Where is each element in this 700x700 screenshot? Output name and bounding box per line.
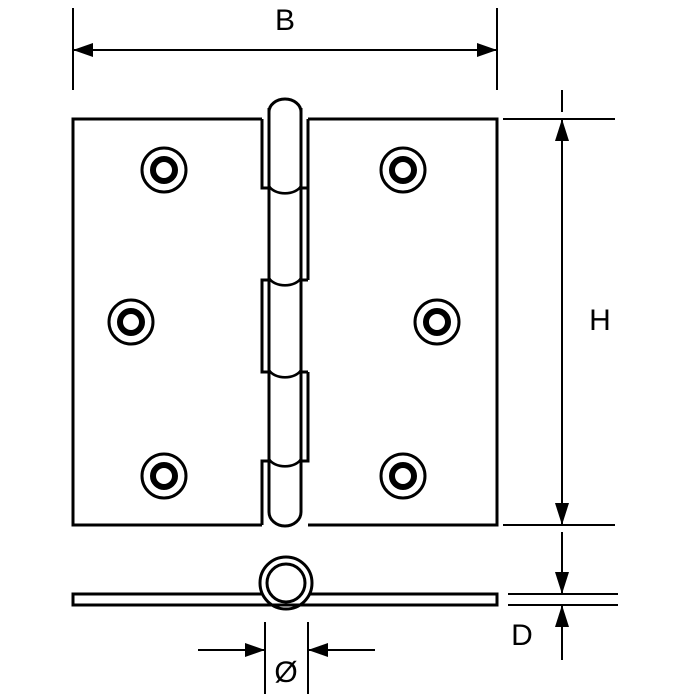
hole-bottom-left (140, 452, 188, 500)
hole-top-right (379, 146, 427, 194)
hole-bottom-right (379, 452, 427, 500)
dimension-diameter-arrow-right-icon (308, 643, 328, 657)
pin-segment-arc-3 (267, 369, 303, 379)
hinge-pin-top-cap-icon (267, 97, 303, 113)
dimension-d: D (508, 556, 618, 660)
dimension-diameter-label: Ø (274, 656, 297, 689)
right-leaf-outline (308, 117, 499, 527)
edge-view-knuckle-outer (258, 555, 314, 611)
dimension-diameter: Ø (198, 622, 375, 694)
screw-hole-group (107, 146, 461, 500)
left-leaf-outline (71, 117, 262, 527)
edge-view (71, 555, 499, 611)
hole-top-left (140, 146, 188, 194)
dimension-diameter-arrow-left-icon (245, 643, 265, 657)
hole-middle-left (107, 298, 155, 346)
dimension-h-label: H (589, 304, 611, 337)
hinge-pin-bottom-cap-icon (267, 511, 303, 528)
pin-segment-arc-2 (267, 277, 303, 287)
dimension-b: B (72, 4, 498, 90)
dimension-b-label: B (275, 4, 295, 37)
dimension-b-arrow-right-icon (477, 43, 497, 57)
pin-segment-arc-1 (267, 185, 303, 195)
edge-view-knuckle-bore (265, 562, 307, 604)
dimension-d-arrow-bottom-icon (555, 605, 569, 627)
front-elevation-view (71, 97, 499, 528)
dimension-h: H (503, 90, 615, 556)
pin-segment-arc-4 (267, 458, 303, 468)
dimension-b-arrow-left-icon (73, 43, 93, 57)
dimension-d-arrow-top-icon (555, 572, 569, 594)
dimension-h-arrow-top-icon (555, 119, 569, 141)
dimension-h-arrow-bottom-icon (555, 503, 569, 525)
dimension-d-label: D (511, 619, 533, 652)
edge-view-knuckle (73, 555, 497, 611)
hinge-pin-fill (269, 116, 301, 512)
hinge-pin (267, 97, 303, 528)
hole-middle-right (413, 298, 461, 346)
